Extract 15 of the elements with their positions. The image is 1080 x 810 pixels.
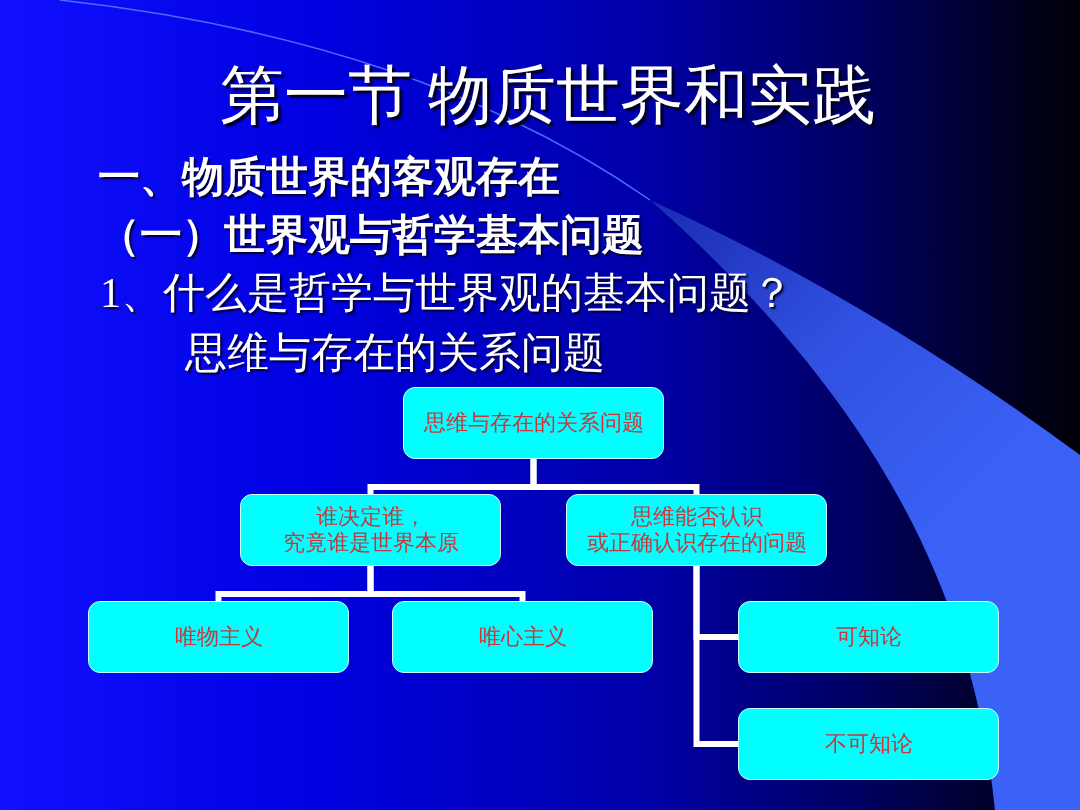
concept-box: 思维与存在的关系问题 (403, 387, 664, 459)
concept-box: 唯心主义 (392, 601, 653, 673)
concept-box: 唯物主义 (88, 601, 349, 673)
connector-line (367, 566, 526, 601)
slide-title: 第一节 物质世界和实践 (219, 59, 877, 133)
concept-box: 谁决定谁，究竟谁是世界本原 (240, 494, 501, 566)
question-text: 1、什么是哲学与世界观的基本问题？ (100, 269, 793, 318)
concept-box: 思维能否认识或正确认识存在的问题 (566, 494, 827, 566)
section-heading: 一、物质世界的客观存在 (98, 153, 560, 202)
subsection-heading: （一）世界观与哲学基本问题 (98, 211, 644, 260)
connector-line (693, 566, 738, 747)
concept-box: 可知论 (738, 601, 999, 673)
answer-text: 思维与存在的关系问题 (185, 329, 605, 378)
connector-line (530, 459, 700, 494)
concept-box: 不可知论 (738, 708, 999, 780)
